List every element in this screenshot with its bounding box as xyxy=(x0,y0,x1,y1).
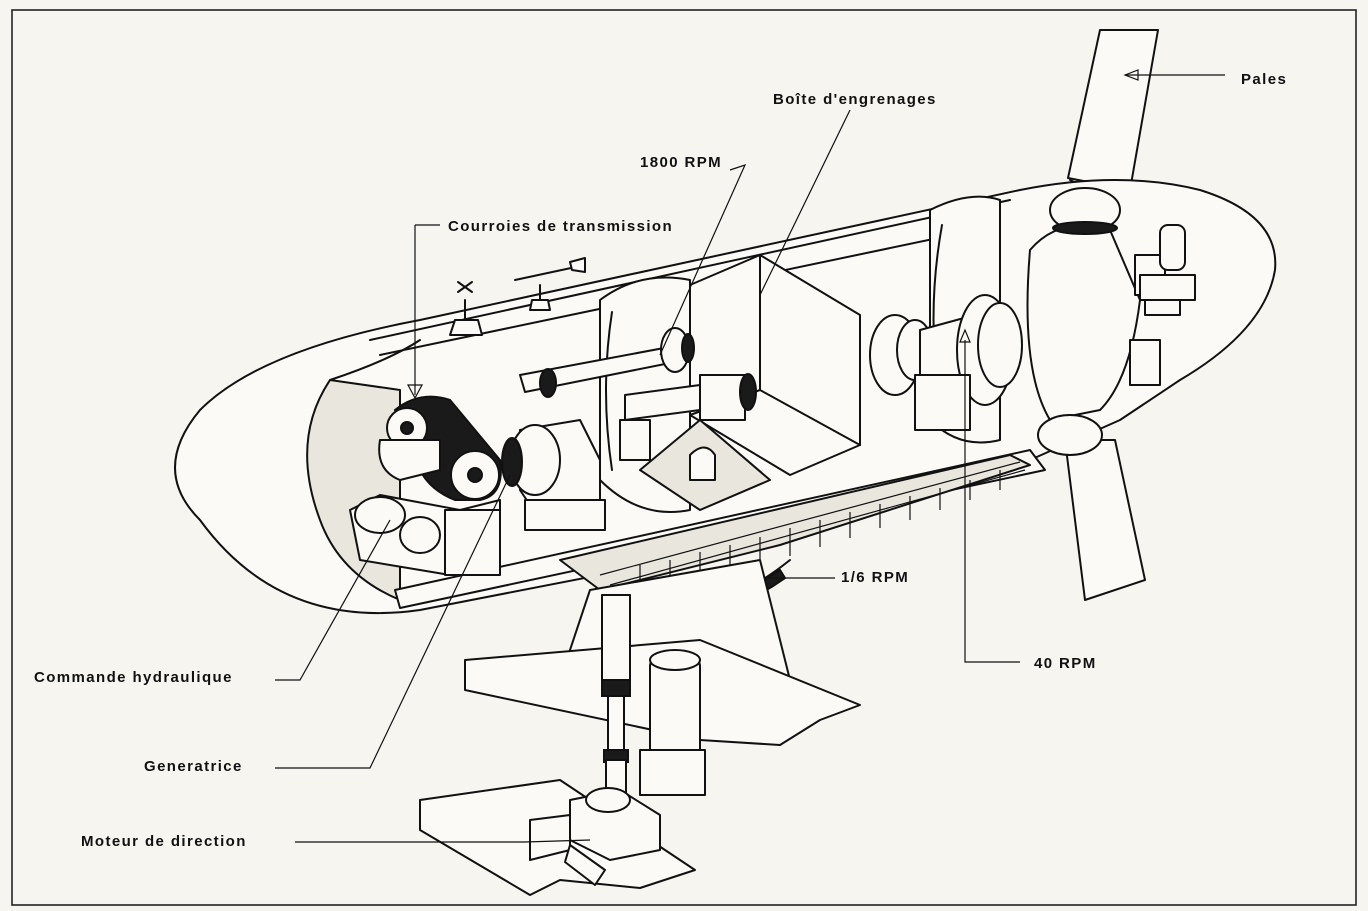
label-courroies-transmission: Courroies de transmission xyxy=(448,218,673,235)
label-commande-hydraulique: Commande hydraulique xyxy=(34,669,233,686)
label-pales: Pales xyxy=(1241,71,1287,88)
label-boite-engrenages: Boîte d'engrenages xyxy=(773,91,937,108)
main-shaft-hub xyxy=(869,187,1196,456)
hydraulic-unit xyxy=(349,494,501,576)
label-1-6-rpm: 1/6 RPM xyxy=(841,569,909,586)
label-moteur-direction: Moteur de direction xyxy=(81,833,247,850)
yaw-system xyxy=(419,559,861,896)
transmission-belts xyxy=(378,395,502,501)
label-40-rpm: 40 RPM xyxy=(1034,655,1097,672)
label-1800-rpm: 1800 RPM xyxy=(640,154,722,171)
generator xyxy=(501,419,606,531)
high-speed-shaft xyxy=(519,327,757,481)
label-generatrice: Generatrice xyxy=(144,758,243,775)
anemometer xyxy=(449,257,586,336)
leader-lines xyxy=(275,69,1225,843)
figure-frame xyxy=(11,9,1357,906)
